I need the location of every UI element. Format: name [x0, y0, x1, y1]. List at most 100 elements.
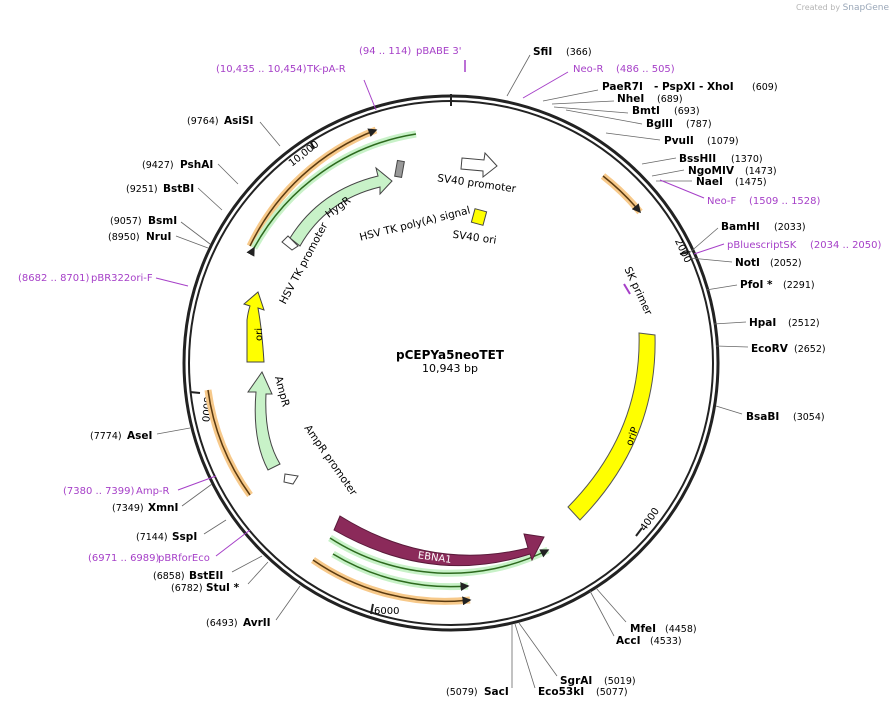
site-leader-bsabi	[715, 405, 743, 415]
site-pos-sgrai: (5019)	[604, 676, 636, 687]
site-leader-sfii	[506, 54, 531, 97]
site-extra-paer7i: - PspXI - XhoI	[654, 81, 734, 93]
site-pos-stui: (6782)	[171, 583, 203, 594]
site-pos-bstbi: (9251)	[126, 184, 158, 195]
site-pos-bsshii: (1370)	[731, 154, 763, 165]
site-name-bglii: BglII	[646, 118, 673, 130]
primer-leader-neor	[522, 71, 569, 99]
primer-leader-pbluescriptsk	[693, 243, 725, 255]
plasmid-name: pCEPYa5neoTET	[396, 348, 505, 362]
tick-8000	[189, 391, 201, 394]
tick-10000	[309, 140, 315, 150]
site-pos-saci: (5079)	[446, 687, 478, 698]
site-leader-acci	[589, 590, 615, 637]
site-name-pvuii: PvuII	[664, 135, 694, 147]
site-pos-nrui: (8950)	[108, 232, 140, 243]
site-pos-xmni: (7349)	[112, 503, 144, 514]
feature-label-sv40-ori: SV40 ori	[452, 229, 497, 247]
site-name-stui: StuI *	[206, 582, 240, 594]
site-name-pfoi: PfoI *	[740, 279, 773, 291]
primer-name-neof: Neo-F	[707, 196, 737, 207]
site-leader-xmni	[181, 483, 213, 507]
site-pos-avrii: (6493)	[206, 618, 238, 629]
primer-name-pbabe3: pBABE 3'	[416, 46, 462, 57]
primer-name-tkpar: TK-pA-R	[306, 64, 346, 75]
site-pos-bsteii: (6858)	[153, 571, 185, 582]
feature-arc-bottom-green-1-line	[329, 537, 550, 574]
primer-range-pbr322orif: (8682 .. 8701)	[18, 273, 90, 284]
site-leader-stui	[247, 561, 269, 585]
feature-arc-neo-orange-line	[602, 175, 641, 214]
site-leader-bsteii	[231, 555, 263, 573]
primer-leader-neof	[659, 179, 705, 199]
site-leader-ngomiv	[651, 169, 685, 177]
site-leader-eco53ki	[514, 623, 536, 689]
feature-label-sv40-promoter: SV40 promoter	[436, 172, 517, 195]
site-pos-acci: (4533)	[650, 636, 682, 647]
site-pos-bglii: (787)	[686, 119, 712, 130]
site-name-asisi: AsiSI	[224, 115, 253, 127]
site-leader-pshai	[217, 163, 239, 185]
site-name-ngomiv: NgoMIV	[688, 165, 735, 177]
site-pos-pfoi: (2291)	[783, 280, 815, 291]
site-name-xmni: XmnI	[148, 502, 178, 514]
created-by-text: Created by	[796, 3, 841, 12]
site-name-sfii: SfiI	[533, 46, 552, 58]
tick-4000	[635, 527, 643, 537]
feature-label-ori: ori	[254, 328, 265, 341]
site-leader-noti	[689, 257, 733, 263]
tick-6000	[370, 603, 374, 615]
site-leader-bsmi	[180, 221, 211, 245]
feature-sk-primer	[623, 283, 631, 295]
feature-arc-top-green-line	[246, 133, 417, 257]
feature-sv40-ori	[470, 208, 488, 226]
site-name-sgrai: SgrAI	[560, 675, 592, 687]
site-leader-hpai	[713, 321, 747, 325]
site-name-avrii: AvrII	[243, 617, 271, 629]
site-pos-bamhi: (2033)	[774, 222, 806, 233]
site-pos-asei: (7774)	[90, 431, 122, 442]
site-name-bsteii: BstEII	[189, 570, 223, 582]
site-name-mfei: MfeI	[630, 623, 656, 635]
feature-arc-bottom-orange-line	[312, 559, 472, 606]
site-leader-paer7i	[542, 89, 599, 102]
site-name-acci: AccI	[616, 635, 640, 647]
site-name-bamhi: BamHI	[721, 221, 760, 233]
site-leader-pfoi	[705, 284, 738, 291]
tick-label-6000: 6000	[374, 606, 399, 617]
tick-2000	[679, 251, 691, 255]
site-labels: SfiI (366) PaeR7I - PspXI - XhoI (609) N…	[90, 46, 826, 698]
site-name-nhei: NheI	[617, 93, 644, 105]
feature-label-sk-primer: SK primer	[621, 265, 654, 318]
primer-range-tkpar: (10,435 .. 10,454)	[216, 64, 307, 75]
feature-arc-bottom-green-2-line	[332, 553, 470, 592]
feature-hygr	[289, 166, 393, 247]
primer-range-pbrforeco: (6971 .. 6989)	[88, 553, 160, 564]
feature-arc-top-orange-line	[249, 128, 378, 247]
site-name-hpai: HpaI	[749, 317, 776, 329]
primer-range-ampr: (7380 .. 7399)	[63, 486, 135, 497]
primer-leader-ampr	[177, 475, 217, 491]
site-name-asei: AseI	[127, 430, 152, 442]
site-leader-bglii	[565, 109, 643, 125]
primer-range-neor: (486 .. 505)	[616, 64, 675, 75]
site-pos-asisi: (9764)	[187, 116, 219, 127]
site-name-ecorv: EcoRV	[751, 343, 789, 355]
plasmid-length: 10,943 bp	[422, 362, 478, 375]
feature-label-ampr: AmpR	[272, 375, 292, 408]
site-leader-pvuii	[605, 132, 661, 141]
site-name-nrui: NruI	[146, 231, 171, 243]
site-leader-sgrai	[518, 622, 558, 677]
feature-ori	[243, 291, 265, 363]
primer-name-neor: Neo-R	[573, 64, 604, 75]
site-name-bstbi: BstBI	[163, 183, 194, 195]
site-name-bsshii: BssHII	[679, 153, 716, 165]
feature-sv40-promoter	[460, 151, 498, 179]
site-leader-bstbi	[197, 187, 223, 211]
site-name-saci: SacI	[484, 686, 509, 698]
site-pos-naei: (1475)	[735, 177, 767, 188]
site-pos-nhei: (689)	[657, 94, 683, 105]
snapgene-logo: SnapGene	[842, 3, 889, 13]
site-leader-ecorv	[715, 345, 749, 348]
site-name-noti: NotI	[735, 257, 760, 269]
